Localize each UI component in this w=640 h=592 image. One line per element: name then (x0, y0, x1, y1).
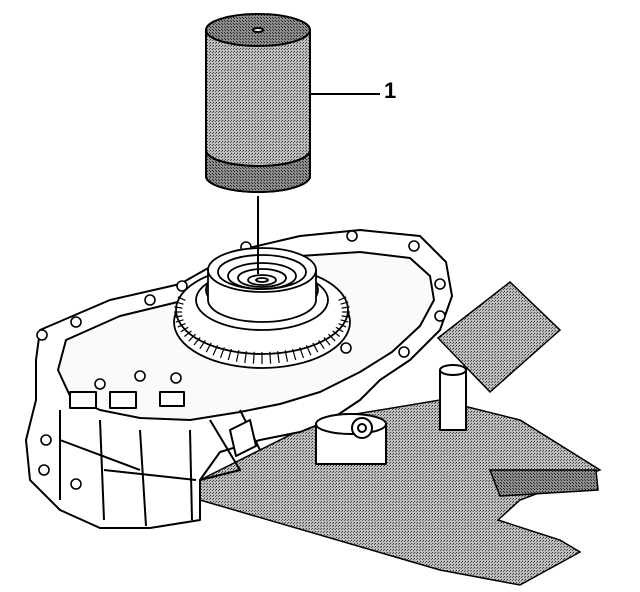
bolt-holes (36, 230, 446, 490)
gear-teeth (174, 296, 350, 364)
bearing-assembly (207, 247, 317, 323)
installer-tool (205, 13, 311, 193)
holding-fixture (199, 281, 602, 586)
callout-label-1: 1 (384, 78, 397, 103)
